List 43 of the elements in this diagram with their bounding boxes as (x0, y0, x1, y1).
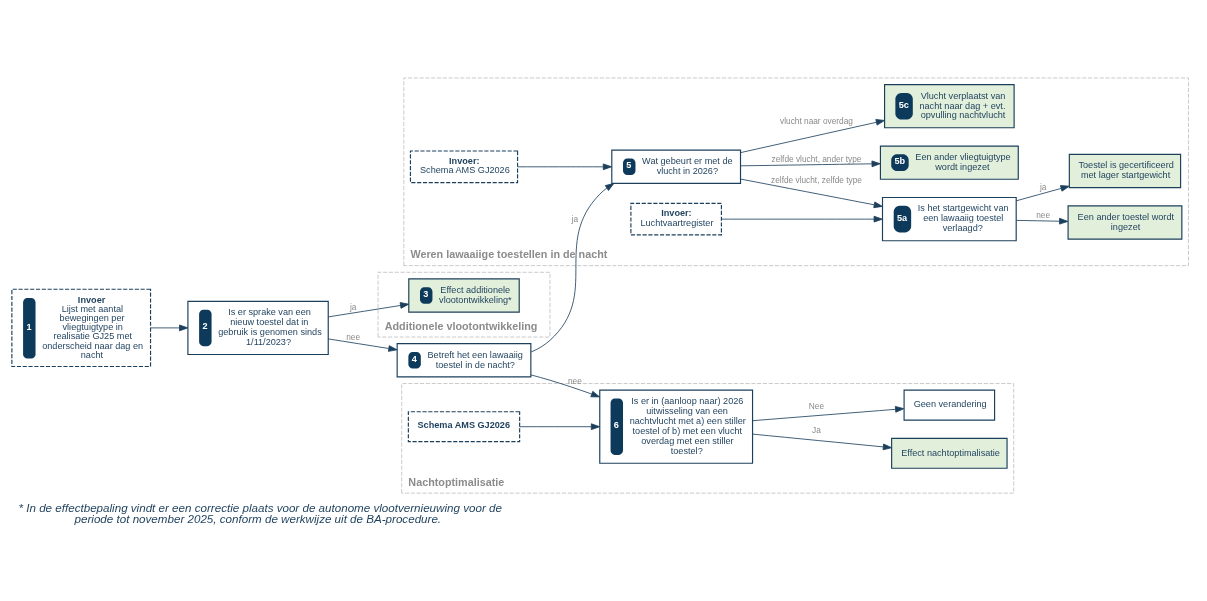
arrow (1015, 185, 1070, 202)
node-box: 6 Is er in (aanloop naar) 2026 uitwisseling van een nachtvlucht met a) een stiller toestel of b) met een vlucht overdag met een stiller toestel? (599, 389, 754, 464)
arrow (1015, 217, 1069, 225)
edge-label: zelfde vlucht, zelfde type (771, 175, 862, 186)
node-box: Effect nachtoptimalisatie (891, 437, 1008, 469)
edge-label: Nee (808, 401, 825, 412)
arrow (740, 160, 881, 168)
arrow (517, 163, 612, 171)
arrow (519, 423, 601, 431)
edge-label: Ja (812, 425, 821, 436)
arrow (752, 433, 892, 451)
edge-label: nee (567, 375, 582, 386)
node-box: 5 Wat gebeurt er met de vlucht in 2026? (611, 149, 742, 184)
arrow (721, 215, 883, 223)
edge-label: nee (346, 331, 361, 342)
arrow (530, 183, 615, 353)
node-box: Invoer: Schema AMS GJ2026 (409, 150, 519, 184)
arrow (327, 338, 398, 352)
edge-label: zelfde vlucht, ander type (771, 153, 862, 164)
node-box: Een ander toestel wordt ingezet (1067, 205, 1183, 240)
node-box: 4 Betreft het een lawaaiig toestel in de nacht? (396, 343, 532, 378)
node-box: 5b Een ander vliegtuigtype wordt ingezet (879, 145, 1019, 180)
node-box: Schema AMS GJ2026 (407, 411, 521, 443)
node-box: Invoer: Luchtvaartregister (630, 202, 722, 236)
arrow (752, 406, 905, 422)
node-box: 5a Is het startgewicht van een lawaaiig toestel verlaagd? (881, 196, 1017, 242)
node-box: 3 Effect additionele vlootontwikkeling* (408, 278, 520, 313)
edge-label: ja (349, 302, 357, 313)
node-box: 2 Is er sprake van een nieuw toestel dat in gebruik is genomen sinds 1/11/2023? (187, 300, 329, 356)
arrow (740, 119, 885, 153)
arrow (327, 302, 410, 318)
caption: * In de effectbepaling vindt er een correctie plaats voor de autonome vlootvernieuwing voor de periode tot november 2025, conform de werkwijze uit de BA-procedure. (18, 500, 502, 526)
node-box: 1 Invoer Lijst met aantal bewegingen per vliegtuigtype in realisatie GJ25 met onderscheid naar dag en nacht (11, 288, 152, 368)
edge-label: nee (1036, 210, 1051, 221)
edge-label: ja (1039, 182, 1047, 193)
arrow (740, 178, 883, 209)
node-box: 5c Vlucht verplaatst van nacht naar dag + evt. opvulling nachtvlucht (884, 84, 1015, 129)
arrow (150, 324, 189, 332)
arrow (530, 374, 600, 398)
edge-label: ja (571, 213, 579, 224)
node-box: Geen verandering (903, 389, 996, 421)
node-box: Toestel is gecertificeerd met lager startgewicht (1068, 153, 1182, 189)
edge-label: vlucht naar overdag (780, 115, 853, 126)
